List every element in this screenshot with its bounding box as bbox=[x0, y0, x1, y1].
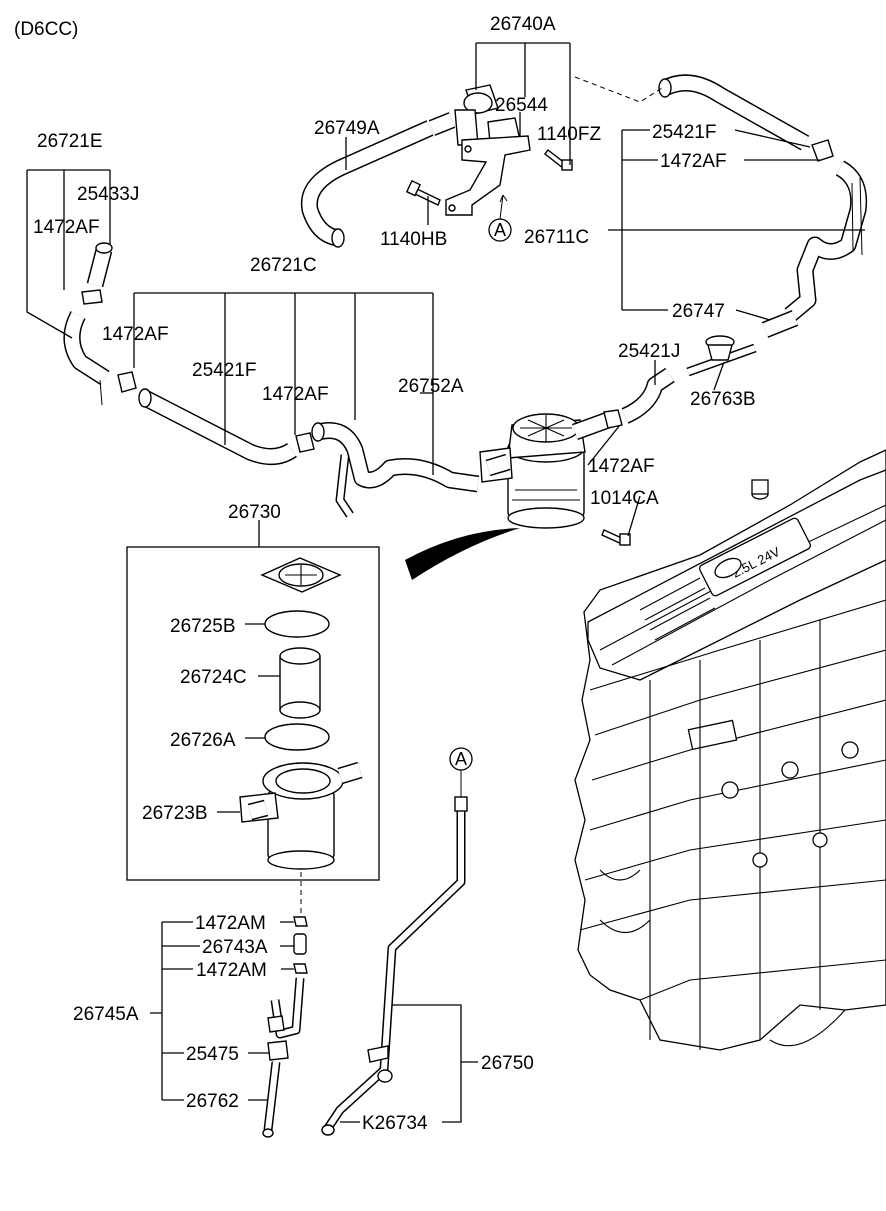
label-25421J: 25421J bbox=[618, 341, 680, 362]
label-26726A: 26726A bbox=[170, 730, 236, 751]
exploded-view-box bbox=[126, 546, 380, 881]
drain-hose-26762 bbox=[262, 1061, 281, 1138]
valve-26740A bbox=[428, 84, 521, 146]
label-26711C: 26711C bbox=[524, 227, 589, 248]
pipe-26721E bbox=[63, 311, 110, 406]
hose-26752A bbox=[311, 422, 480, 518]
clamp-1472AF-top bbox=[811, 139, 834, 162]
label-1472AM-2: 1472AM bbox=[196, 960, 267, 981]
label-26724C: 26724C bbox=[180, 667, 247, 688]
clip-K26734 bbox=[377, 1069, 393, 1083]
label-1014CA: 1014CA bbox=[590, 488, 659, 509]
label-K26734: K26734 bbox=[362, 1113, 428, 1134]
label-25421F-top: 25421F bbox=[652, 122, 716, 143]
clamp-1472AM-2 bbox=[293, 963, 308, 974]
clamp-1472AF-right bbox=[603, 409, 623, 429]
svg-text:A: A bbox=[455, 749, 467, 769]
label-25421F-mid: 25421F bbox=[192, 360, 256, 381]
hose-25421J bbox=[621, 367, 675, 424]
ref-marker-a-bottom: A bbox=[449, 747, 473, 797]
engine-code: (D6CC) bbox=[14, 19, 78, 40]
fuel-filter-assembly bbox=[479, 412, 611, 529]
label-26763B: 26763B bbox=[690, 389, 756, 410]
label-26721C: 26721C bbox=[250, 255, 317, 276]
seal-ring-26725B bbox=[264, 610, 330, 638]
label-26721E: 26721E bbox=[37, 131, 103, 152]
label-26745A: 26745A bbox=[73, 1004, 139, 1025]
label-26740A: 26740A bbox=[490, 14, 556, 35]
bolt-1140FZ bbox=[544, 149, 573, 171]
bolt-1014CA bbox=[601, 529, 631, 546]
clamp-1472AF-mid1 bbox=[117, 371, 137, 393]
clamp-1472AF-left bbox=[81, 289, 103, 305]
filter-cover bbox=[260, 557, 342, 593]
leader-lines bbox=[26, 42, 865, 1123]
ref-marker-a-top: A bbox=[488, 194, 512, 242]
label-1472AF-right: 1472AF bbox=[588, 456, 655, 477]
hose-25421F-mid bbox=[138, 388, 297, 465]
drain-valve-25475 bbox=[267, 977, 305, 1061]
label-25433J: 25433J bbox=[77, 184, 139, 205]
engine-logo bbox=[714, 557, 742, 579]
nipple-26763B bbox=[686, 335, 757, 377]
hose-26747 bbox=[761, 310, 799, 338]
connector-26743A bbox=[293, 933, 307, 955]
hose-26711C bbox=[784, 160, 868, 322]
filter-element-26724C bbox=[279, 647, 321, 719]
hose-26749A bbox=[300, 120, 434, 248]
hose-25421F-top bbox=[658, 74, 810, 151]
pipe-26750 bbox=[321, 796, 468, 1136]
label-26544: 26544 bbox=[495, 95, 548, 116]
label-26750: 26750 bbox=[481, 1053, 534, 1074]
label-26730: 26730 bbox=[228, 502, 281, 523]
label-1140FZ: 1140FZ bbox=[537, 124, 601, 145]
label-1472AM-1: 1472AM bbox=[195, 913, 266, 934]
label-26762: 26762 bbox=[186, 1091, 239, 1112]
part-labels: (D6CC) 26740A 26544 1140FZ 26749A 25421F… bbox=[14, 14, 756, 1134]
label-26743A: 26743A bbox=[202, 937, 268, 958]
label-1472AF-top: 1472AF bbox=[660, 151, 727, 172]
clamp-1472AF-mid2 bbox=[295, 432, 315, 453]
label-26752A: 26752A bbox=[398, 376, 464, 397]
filter-housing-26723B bbox=[239, 761, 363, 870]
exploded-view-arrow bbox=[405, 528, 520, 580]
label-1472AF-mid1: 1472AF bbox=[102, 324, 169, 345]
svg-text:A: A bbox=[494, 220, 506, 240]
label-25475: 25475 bbox=[186, 1044, 239, 1065]
label-26723B: 26723B bbox=[142, 803, 208, 824]
hose-25433J bbox=[86, 242, 113, 288]
seal-ring-26726A bbox=[264, 723, 330, 751]
label-1472AF-mid2: 1472AF bbox=[262, 384, 329, 405]
bracket-26544 bbox=[445, 135, 531, 216]
label-1472AF-left: 1472AF bbox=[33, 217, 100, 238]
label-1140HB: 1140HB bbox=[380, 229, 447, 250]
clamp-1472AM-1 bbox=[293, 916, 308, 927]
bolt-1140HB bbox=[405, 179, 441, 206]
label-26749A: 26749A bbox=[314, 118, 380, 139]
engine-block-illustration: 2.5L 24V bbox=[574, 449, 886, 1051]
label-26725B: 26725B bbox=[170, 616, 236, 637]
label-26747: 26747 bbox=[672, 301, 725, 322]
